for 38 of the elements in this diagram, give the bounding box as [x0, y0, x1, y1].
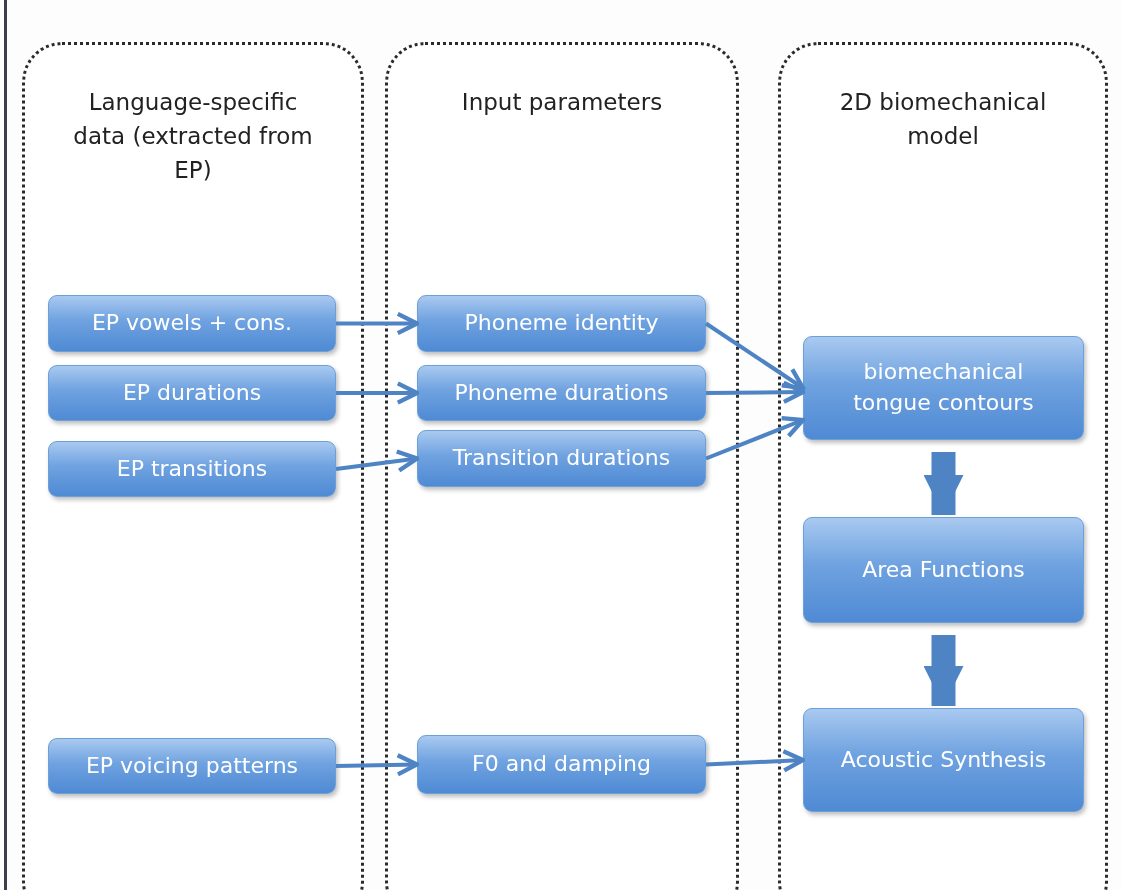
node-text: Phoneme durations	[454, 378, 669, 407]
process-box	[417, 735, 706, 794]
node-text: EP durations	[122, 378, 262, 407]
dotted-panel	[22, 42, 364, 890]
process-box	[48, 295, 336, 352]
process-box	[417, 365, 706, 421]
node-text: Phoneme identity	[464, 309, 659, 338]
node-text: Language-specific data (extracted from EP)	[73, 89, 313, 183]
arrow	[336, 311, 420, 336]
node-text: biomechanical tongue contours	[852, 358, 1035, 417]
block-arrow	[923, 635, 964, 706]
process-box	[48, 441, 336, 497]
dotted-panel	[385, 42, 739, 890]
process-box	[803, 517, 1084, 623]
process-box	[417, 295, 706, 352]
node-text: 2D biomechanical model	[839, 89, 1047, 149]
node-text: Transition durations	[452, 444, 671, 473]
arrow	[705, 380, 806, 404]
arrow	[336, 381, 420, 405]
block-arrow	[923, 452, 964, 515]
dotted-panel	[778, 42, 1108, 890]
arrow	[335, 449, 420, 473]
node-text: EP transitions	[116, 454, 268, 483]
process-box	[803, 336, 1084, 440]
arrow	[335, 753, 420, 777]
node-text: Input parameters	[461, 89, 663, 115]
arrow	[705, 749, 806, 773]
node-text: EP vowels + cons.	[91, 309, 293, 338]
arrow	[704, 321, 806, 391]
arrow	[705, 416, 806, 461]
process-box	[48, 365, 336, 421]
node-text: Area Functions	[862, 555, 1025, 584]
process-box	[803, 708, 1084, 812]
process-box	[417, 430, 706, 487]
node-text: Acoustic Synthesis	[840, 745, 1047, 774]
node-text: EP voicing patterns	[85, 751, 299, 780]
node-text: F0 and damping	[472, 750, 651, 779]
process-box	[48, 738, 336, 794]
